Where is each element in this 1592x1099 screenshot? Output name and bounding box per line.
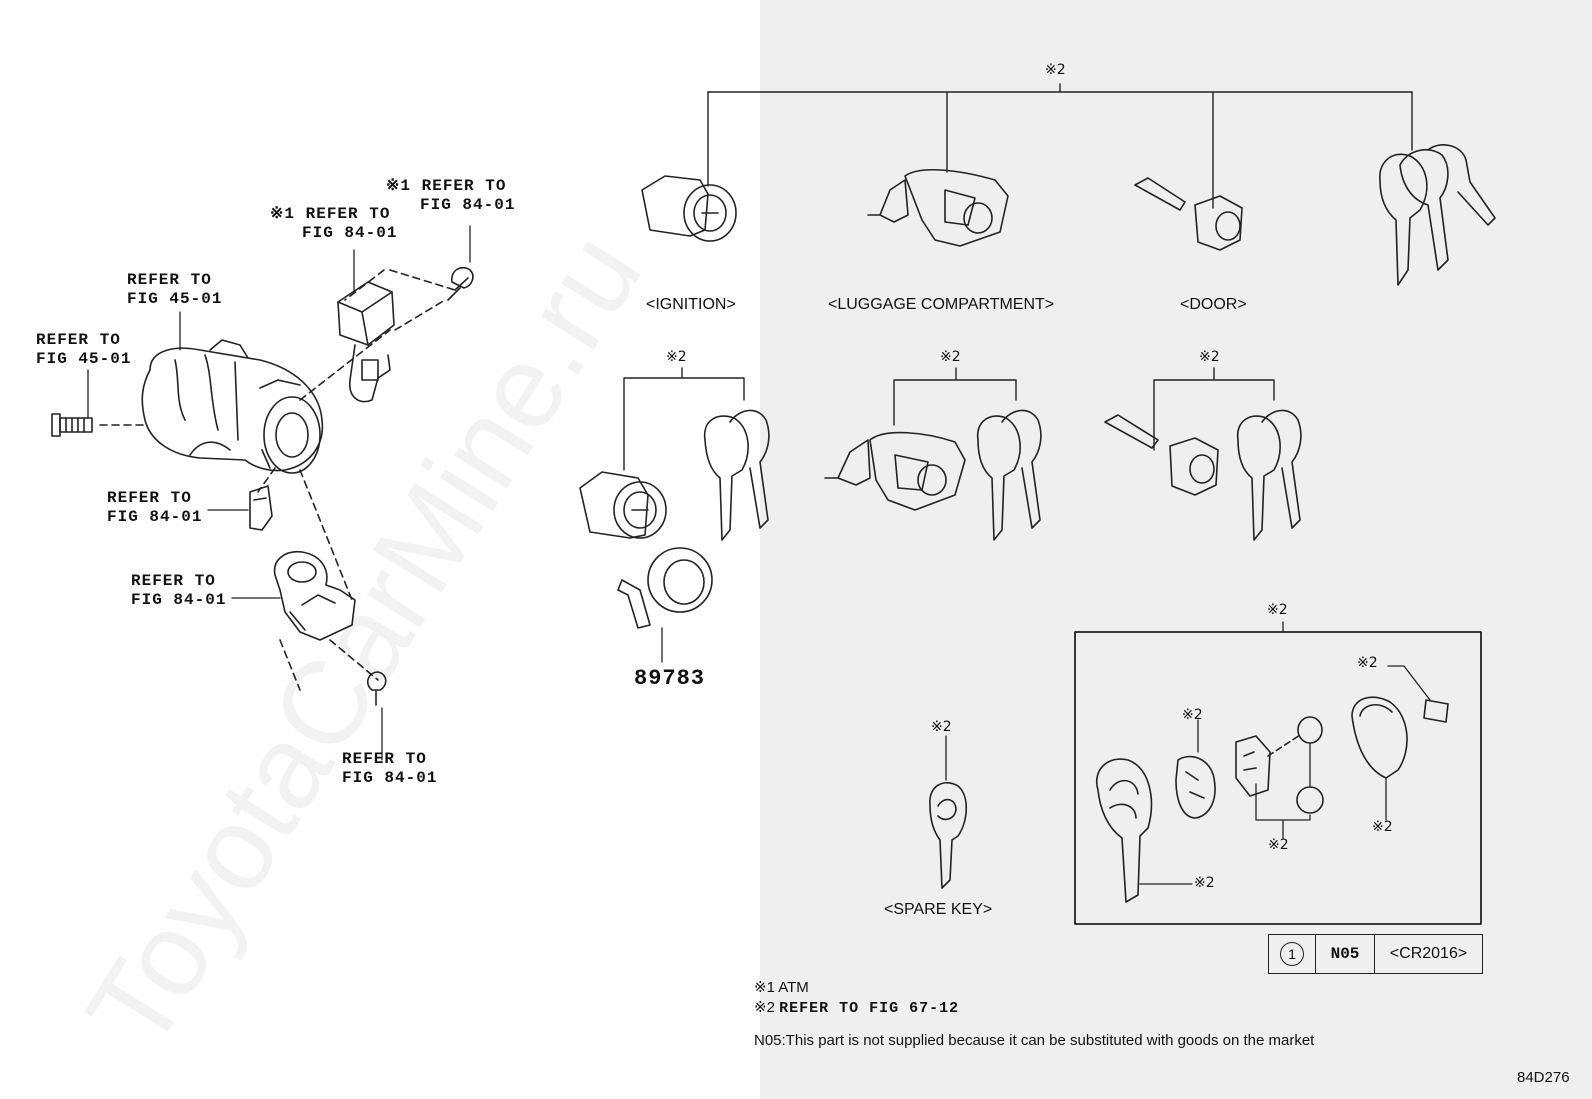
mark-ignition-set: ※2 bbox=[666, 349, 687, 365]
mark-spare-key: ※2 bbox=[931, 719, 952, 735]
label-refer-45a: REFER TO bbox=[127, 271, 212, 289]
label-refer-84a: REFER TO bbox=[107, 489, 192, 507]
label-refer-84b: REFER TO bbox=[131, 572, 216, 590]
immobilizer-ring bbox=[617, 547, 713, 629]
ignition-cylinder-mid bbox=[579, 471, 667, 539]
switch-box-top bbox=[337, 281, 395, 403]
luggage-keys-mid bbox=[976, 409, 1042, 541]
label-refer-84c: REFER TO bbox=[342, 750, 427, 768]
door-keys-mid bbox=[1236, 409, 1302, 541]
label-refer-45b: REFER TO bbox=[36, 331, 121, 349]
section-ignition: <IGNITION> bbox=[646, 296, 736, 313]
connector-small bbox=[249, 485, 273, 531]
label-refer-45a-fig: FIG 45-01 bbox=[127, 290, 223, 308]
remote-key-box bbox=[1074, 631, 1482, 925]
legend-code: N05 bbox=[1316, 935, 1375, 973]
luggage-cylinder-mid bbox=[824, 431, 966, 511]
section-spare-key: <SPARE KEY> bbox=[884, 901, 993, 918]
keys-top bbox=[1379, 144, 1496, 286]
door-cylinder-top bbox=[1134, 177, 1243, 251]
mark-remote-box: ※2 bbox=[1267, 602, 1288, 618]
label-refer-84a-fig: FIG 84-01 bbox=[107, 508, 203, 526]
bolt-left bbox=[51, 413, 93, 437]
dashed-guides bbox=[99, 269, 456, 691]
mark-key-body: ※2 bbox=[1194, 875, 1215, 891]
ignition-cylinder-top bbox=[641, 175, 737, 242]
top-tree bbox=[707, 83, 1413, 209]
lock-housing-drawing bbox=[141, 339, 324, 474]
luggage-cylinder-top bbox=[867, 168, 1009, 247]
mark-luggage-set: ※2 bbox=[940, 349, 961, 365]
label-refer-top-a-fig: FIG 84-01 bbox=[302, 224, 398, 242]
leaders-left bbox=[87, 225, 471, 761]
mark-door-set: ※2 bbox=[1199, 349, 1220, 365]
remote-key-parts bbox=[1095, 665, 1449, 903]
mark-circuit: ※2 bbox=[1268, 837, 1289, 853]
ignition-set-tree bbox=[623, 367, 745, 471]
legend-circle: 1 bbox=[1280, 942, 1304, 966]
note-refer-text: REFER TO FIG 67-12 bbox=[779, 1000, 960, 1017]
legend-battery: <CR2016> bbox=[1389, 945, 1468, 962]
screw-top-right bbox=[447, 266, 474, 301]
mark-rubber-pad: ※2 bbox=[1182, 707, 1203, 723]
label-refer-84b-fig: FIG 84-01 bbox=[131, 591, 227, 609]
ignition-keys-mid bbox=[703, 409, 770, 541]
label-refer-top-b-fig: FIG 84-01 bbox=[420, 196, 516, 214]
mark-cover-label: ※2 bbox=[1357, 655, 1378, 671]
note-n05: N05:This part is not supplied because it… bbox=[754, 1032, 1315, 1049]
label-refer-84c-fig: FIG 84-01 bbox=[342, 769, 438, 787]
note-refer-mark: ※2 bbox=[754, 999, 775, 1016]
section-door: <DOOR> bbox=[1180, 296, 1247, 313]
legend-table: 1 N05 <CR2016> bbox=[1268, 934, 1483, 974]
mark-top-tree: ※2 bbox=[1045, 62, 1066, 78]
door-set-tree bbox=[1153, 367, 1275, 451]
section-luggage-compartment: <LUGGAGE COMPARTMENT> bbox=[828, 296, 1055, 313]
door-cylinder-mid bbox=[1104, 414, 1219, 496]
note-refer-fig-67: ※2 REFER TO FIG 67-12 bbox=[754, 1000, 959, 1016]
mark-cover: ※2 bbox=[1372, 819, 1393, 835]
label-refer-45b-fig: FIG 45-01 bbox=[36, 350, 132, 368]
label-refer-top-a: ※1 REFER TO bbox=[270, 205, 391, 223]
switch-lower bbox=[273, 550, 356, 641]
legend-circle-cell: 1 bbox=[1269, 935, 1316, 973]
spare-key-drawing bbox=[929, 781, 968, 889]
part-number-89783: 89783 bbox=[634, 666, 706, 691]
screw-lower bbox=[366, 671, 387, 706]
luggage-set-tree bbox=[893, 367, 1017, 426]
label-refer-top-b: ※1 REFER TO bbox=[386, 177, 507, 195]
diagram-id: 84D276 bbox=[1517, 1069, 1570, 1086]
note-atm: ※1 ATM bbox=[754, 979, 809, 996]
